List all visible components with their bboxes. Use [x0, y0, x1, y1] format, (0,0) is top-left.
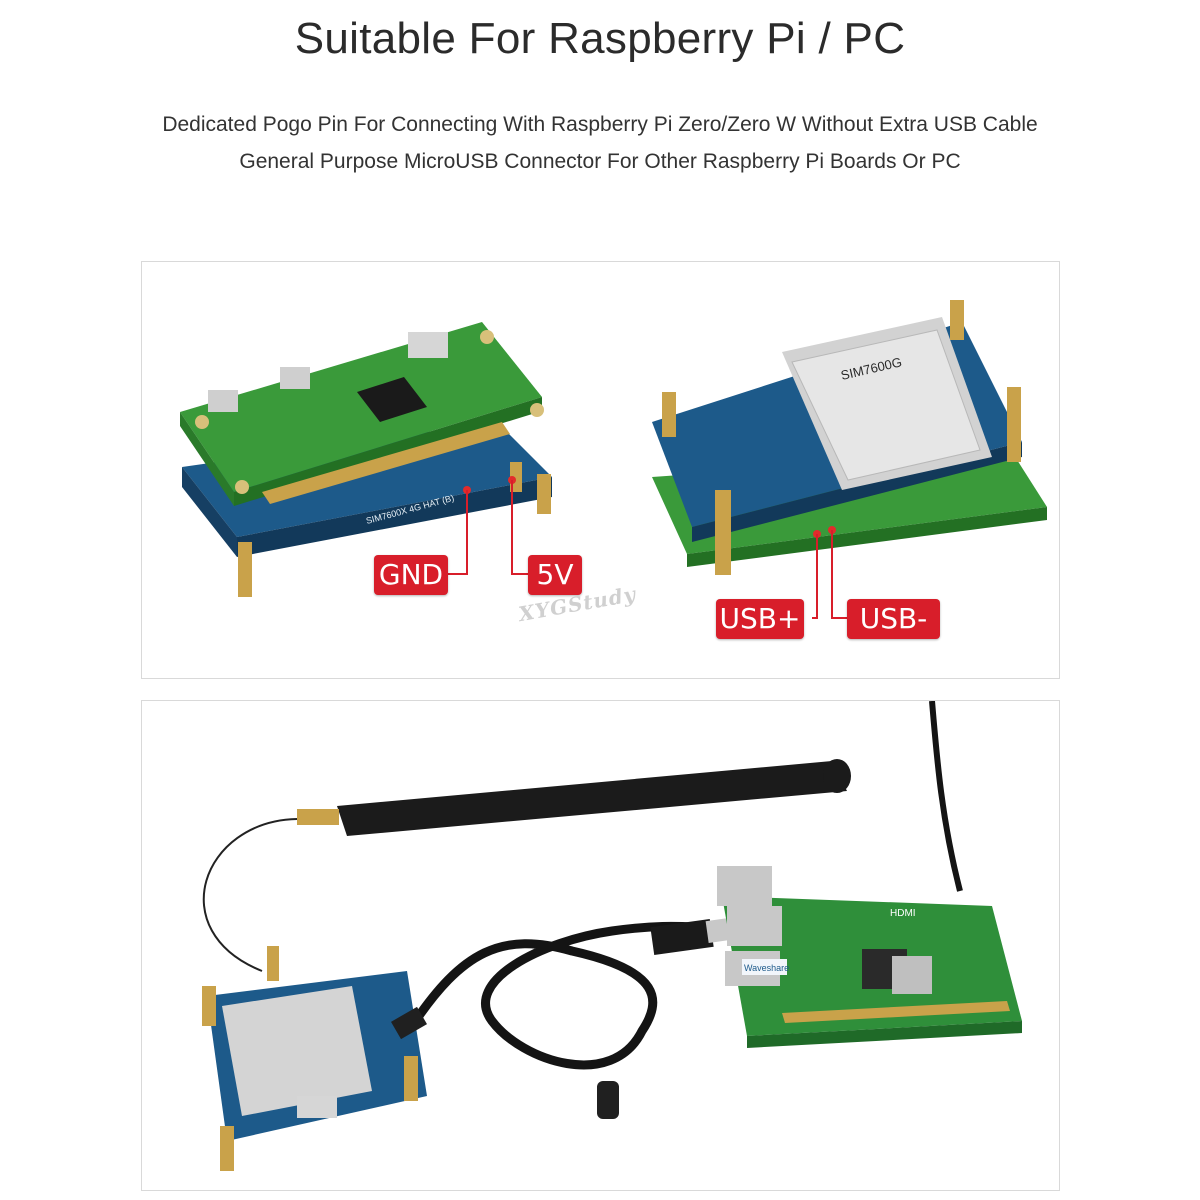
5v-label: 5V — [528, 555, 582, 595]
gnd-label: GND — [374, 555, 448, 595]
power-cable — [929, 701, 963, 892]
raspberry-pi-4: Waveshare HDMI — [717, 866, 1022, 1048]
hdmi-silk-text: HDMI — [890, 908, 916, 919]
page-title: Suitable For Raspberry Pi / PC — [294, 14, 906, 63]
subtitle-line-2: General Purpose MicroUSB Connector For O… — [239, 150, 961, 173]
sim7600-hat-stack: SIM7600G — [652, 300, 1047, 619]
setup-illustration: Waveshare HDMI — [202, 701, 1022, 1171]
usb-plus-label: USB+ — [716, 599, 804, 639]
boards-illustration: SIM7600X 4G HAT (B) SIM7600G — [180, 300, 1047, 619]
sim-module-board — [202, 946, 427, 1171]
pi-zero-stack: SIM7600X 4G HAT (B) — [180, 322, 552, 597]
subtitle-line-1: Dedicated Pogo Pin For Connecting With R… — [162, 113, 1038, 136]
usb-minus-label: USB- — [847, 599, 940, 639]
usb-cable — [391, 917, 739, 1119]
antenna — [202, 759, 851, 972]
top-photo-panel: SIM7600X 4G HAT (B) SIM7600G — [141, 261, 1060, 679]
waveshare-sticker-text: Waveshare — [744, 963, 789, 973]
bottom-photo-panel: Waveshare HDMI — [141, 700, 1060, 1191]
